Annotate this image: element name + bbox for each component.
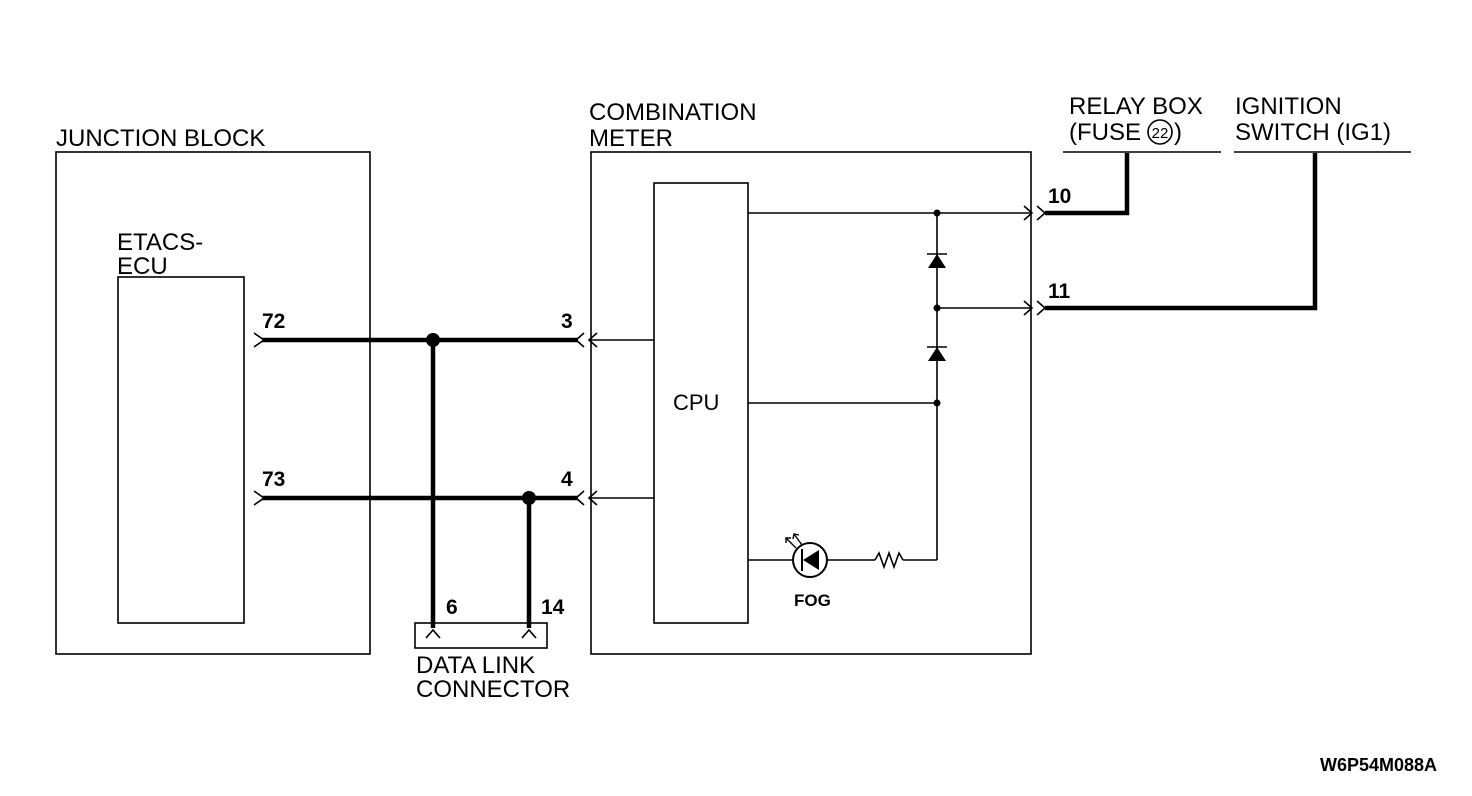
pin-10-connector-inner (1023, 205, 1034, 221)
fog-label: FOG (794, 591, 831, 610)
external-harness (262, 153, 1318, 628)
pin-4-label: 4 (561, 468, 573, 491)
relay-box-title-line1: RELAY BOX (1069, 93, 1203, 120)
pin-3-label: 3 (561, 310, 573, 333)
junction-dot (933, 399, 941, 407)
pin-72-label: 72 (262, 310, 285, 333)
figure-code: W6P54M088A (1320, 755, 1437, 775)
splice-dot (426, 333, 440, 347)
fuse-number: 22 (1152, 125, 1169, 142)
dlc-pin-14-connector (521, 628, 537, 639)
dlc-pin-6-connector (425, 628, 441, 639)
junction-block-title: JUNCTION BLOCK (56, 125, 265, 152)
pin-11-connector-inner (1023, 300, 1034, 316)
ignition-switch-title-line1: IGNITION (1235, 93, 1342, 120)
pin-11-label: 11 (1048, 280, 1071, 303)
wire-pin10-relay-box (1045, 153, 1130, 216)
pin-4-connector-inner (587, 490, 598, 506)
dlc-pin-14-label: 14 (541, 596, 565, 619)
dlc-title-line2: CONNECTOR (416, 676, 570, 703)
combination-meter-title-line1: COMBINATION (589, 99, 757, 126)
relay-box-title-prefix: (FUSE (1069, 119, 1141, 146)
resistor-icon (874, 550, 904, 570)
junction-dot (933, 209, 941, 217)
dlc-outline (414, 622, 548, 649)
fuse-number-circle (1147, 119, 1173, 145)
diode-upper-icon (927, 253, 947, 268)
combination-meter: COMBINATION METER CPU 3 4 10 11 (561, 99, 1071, 655)
etacs-ecu-label-line1: ETACS- (117, 229, 203, 256)
splice-dot (522, 491, 536, 505)
pin-73-label: 73 (262, 468, 285, 491)
junction-dot (933, 304, 941, 312)
ignition-switch-title-line2: SWITCH (IG1) (1235, 119, 1391, 146)
data-link-connector: 6 14 DATA LINK CONNECTOR (414, 596, 570, 703)
relay-box-title-suffix: ) (1174, 119, 1182, 146)
junction-block: JUNCTION BLOCK ETACS- ECU 72 73 (55, 125, 371, 655)
diode-lower-icon (927, 346, 947, 361)
combination-meter-title-line2: METER (589, 125, 673, 152)
etacs-ecu-box (117, 276, 245, 624)
pin-10-connector-outer (1036, 205, 1047, 221)
wire-pin11-ignition (1045, 153, 1318, 311)
cpu-label: CPU (673, 390, 719, 415)
dlc-pin-6-label: 6 (446, 596, 458, 619)
junction-block-outline (55, 151, 371, 655)
combination-meter-outline (590, 151, 1032, 655)
pin-10-label: 10 (1048, 185, 1071, 208)
pin-3-connector-inner (587, 332, 598, 348)
relay-box: RELAY BOX (FUSE 22 ) (1063, 93, 1221, 153)
dlc-title-line1: DATA LINK (416, 652, 535, 679)
ignition-switch: IGNITION SWITCH (IG1) (1234, 93, 1411, 153)
pin-11-connector-outer (1036, 300, 1047, 316)
fog-led-icon (785, 533, 828, 578)
etacs-ecu-label-line2: ECU (117, 253, 168, 280)
